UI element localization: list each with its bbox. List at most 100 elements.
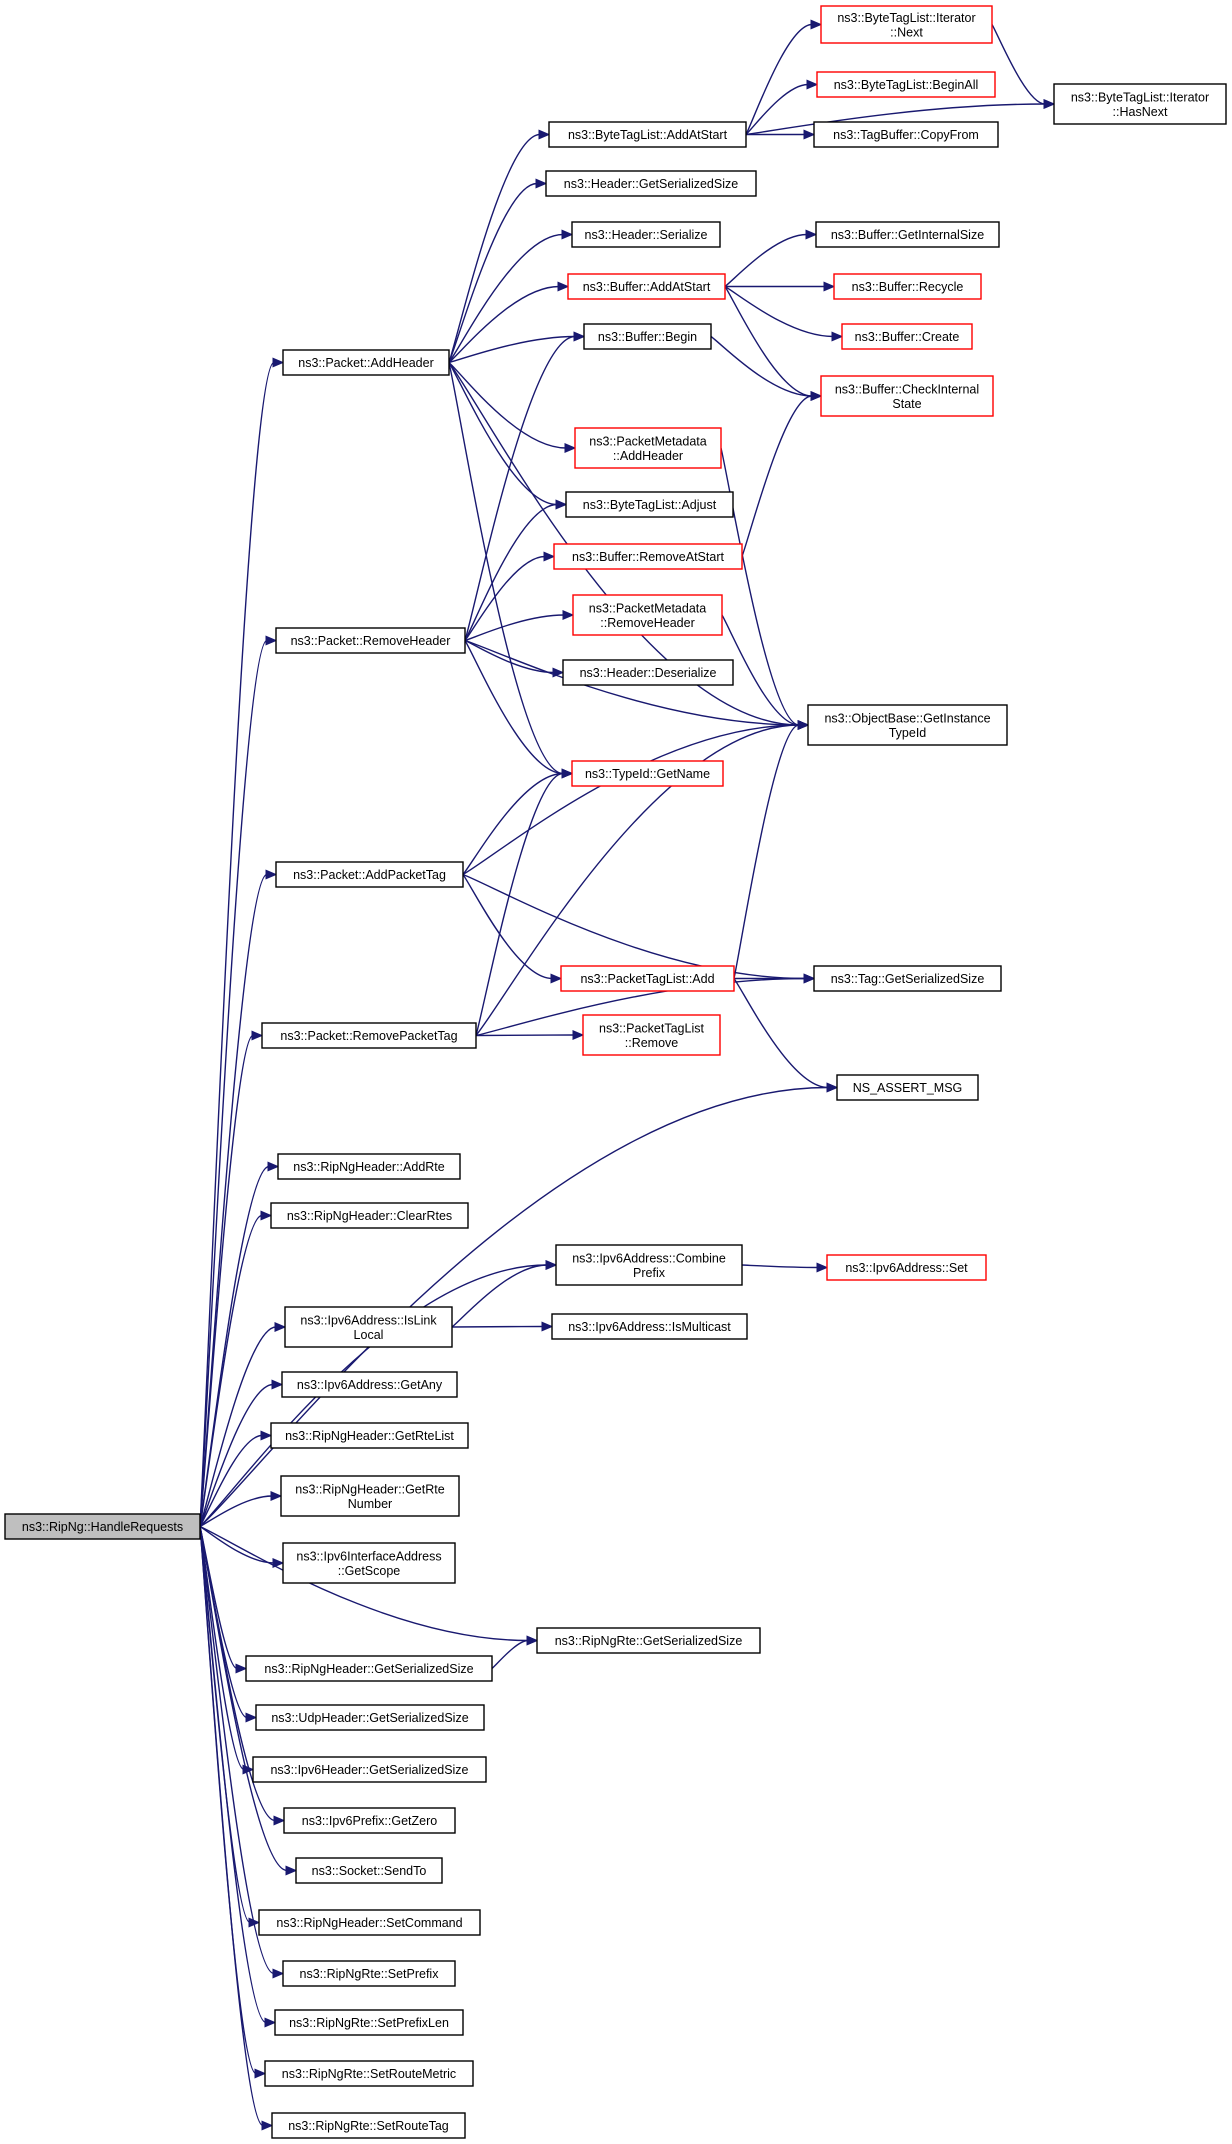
node-box — [271, 2112, 466, 2139]
edge-root-to-rnh-get-rte-number — [199, 1495, 273, 1528]
node-rnh-clear-rtes[interactable]: ns3::RipNgHeader::ClearRtes — [270, 1202, 469, 1229]
node-ipv6-set[interactable]: ns3::Ipv6Address::Set — [826, 1254, 987, 1281]
node-box — [255, 1704, 485, 1731]
edge-root-to-add-header — [199, 361, 275, 1527]
node-btl-add-at-start[interactable]: ns3::ByteTagList::AddAtStart — [548, 121, 747, 148]
node-box — [282, 349, 450, 376]
node-box — [275, 861, 464, 888]
node-buf-begin[interactable]: ns3::Buffer::Begin — [583, 323, 712, 350]
node-rnh-set-command[interactable]: ns3::RipNgHeader::SetCommand — [258, 1909, 481, 1936]
node-box — [261, 1022, 477, 1049]
edge-arrowhead — [810, 19, 823, 30]
edge-arrowhead — [573, 331, 586, 342]
node-rnr-get-ser-size[interactable]: ns3::RipNgRte::GetSerializedSize — [536, 1627, 761, 1654]
edge-arrowhead — [272, 357, 285, 368]
edge-remove-packet-tag-to-tag-get-ser-size — [475, 977, 806, 1037]
edge-btl-add-at-start-to-btl-iter-next — [745, 23, 813, 135]
node-add-packet-tag[interactable]: ns3::Packet::AddPacketTag — [275, 861, 464, 888]
node-buf-add-at-start[interactable]: ns3::Buffer::AddAtStart — [567, 273, 726, 300]
node-tag-get-ser-size[interactable]: ns3::Tag::GetSerializedSize — [813, 965, 1002, 992]
node-box — [4, 1513, 201, 1540]
node-ipv6h-get-ser-size[interactable]: ns3::Ipv6Header::GetSerializedSize — [252, 1756, 487, 1783]
edge-ipv6-is-link-local-to-ipv6-combine-prefix — [451, 1264, 548, 1328]
node-label: ns3::PacketMetadata — [589, 434, 706, 448]
node-label: ns3::ByteTagList::AddAtStart — [568, 128, 728, 142]
node-remove-header[interactable]: ns3::Packet::RemoveHeader — [275, 627, 466, 654]
edge-remove-packet-tag-to-obj-get-instance-type-id — [475, 724, 800, 1036]
edge-arrowhead — [254, 2068, 267, 2079]
node-box — [815, 221, 1000, 248]
node-buf-get-internal-size[interactable]: ns3::Buffer::GetInternalSize — [815, 221, 1000, 248]
edge-arrowhead — [270, 1491, 283, 1501]
node-header-get-ser-size[interactable]: ns3::Header::GetSerializedSize — [545, 170, 757, 197]
node-box — [280, 1475, 460, 1517]
edge-arrowhead — [265, 869, 278, 880]
node-rnr-set-route-metric[interactable]: ns3::RipNgRte::SetRouteMetric — [264, 2060, 474, 2087]
node-box — [274, 2009, 464, 2036]
node-tag-buffer-copy-from[interactable]: ns3::TagBuffer::CopyFrom — [813, 121, 999, 148]
node-ipv6-is-multicast[interactable]: ns3::Ipv6Address::IsMulticast — [551, 1313, 748, 1340]
node-rnr-set-prefix[interactable]: ns3::RipNgRte::SetPrefix — [282, 1960, 456, 1987]
node-rnh-get-rte-list[interactable]: ns3::RipNgHeader::GetRteList — [270, 1422, 469, 1449]
node-buf-remove-at-start[interactable]: ns3::Buffer::RemoveAtStart — [553, 543, 743, 570]
edge-arrowhead — [816, 1262, 829, 1273]
node-rnh-add-rte[interactable]: ns3::RipNgHeader::AddRte — [277, 1153, 461, 1180]
node-label: ::HasNext — [1113, 105, 1168, 119]
node-btl-begin-all[interactable]: ns3::ByteTagList::BeginAll — [816, 71, 996, 98]
node-label: ns3::Tag::GetSerializedSize — [831, 972, 985, 986]
node-box — [553, 543, 743, 570]
node-box — [281, 1371, 458, 1398]
node-buf-create[interactable]: ns3::Buffer::Create — [841, 323, 973, 350]
edge-root-to-rnr-set-prefix-len — [199, 1526, 267, 2024]
node-box — [571, 760, 724, 787]
node-root[interactable]: ns3::RipNg::HandleRequests — [4, 1513, 201, 1540]
node-ns-assert-msg[interactable]: NS_ASSERT_MSG — [836, 1074, 979, 1101]
node-ipv6-get-any[interactable]: ns3::Ipv6Address::GetAny — [281, 1371, 458, 1398]
node-btl-iter-next[interactable]: ns3::ByteTagList::Iterator::Next — [820, 5, 993, 44]
node-pm-remove-header[interactable]: ns3::PacketMetadata::RemoveHeader — [572, 594, 723, 636]
edge-arrowhead — [564, 443, 577, 453]
node-ptl-add[interactable]: ns3::PacketTagList::Add — [560, 965, 735, 992]
node-box — [275, 627, 466, 654]
edge-add-header-to-buf-add-at-start — [448, 285, 560, 364]
node-label: ns3::Buffer::RemoveAtStart — [572, 550, 724, 564]
node-btl-adjust[interactable]: ns3::ByteTagList::Adjust — [565, 491, 734, 518]
node-btl-iter-has-next[interactable]: ns3::ByteTagList::Iterator::HasNext — [1053, 83, 1227, 125]
edge-add-header-to-btl-add-at-start — [448, 133, 541, 363]
node-pm-add-header[interactable]: ns3::PacketMetadata::AddHeader — [574, 427, 722, 469]
edge-pm-add-header-to-obj-get-instance-type-id — [720, 447, 800, 726]
node-ptl-remove[interactable]: ns3::PacketTagList::Remove — [582, 1014, 721, 1056]
node-rnh-get-ser-size[interactable]: ns3::RipNgHeader::GetSerializedSize — [245, 1655, 493, 1682]
edge-arrowhead — [265, 635, 278, 646]
node-ipv6-if-addr-get-scope[interactable]: ns3::Ipv6InterfaceAddress::GetScope — [282, 1542, 456, 1584]
node-buf-recycle[interactable]: ns3::Buffer::Recycle — [833, 273, 982, 300]
node-label: ns3::RipNgRte::SetPrefix — [300, 1967, 440, 1981]
edge-arrowhead — [535, 178, 548, 189]
node-add-header[interactable]: ns3::Packet::AddHeader — [282, 349, 450, 376]
node-socket-send-to[interactable]: ns3::Socket::SendTo — [295, 1857, 443, 1884]
node-rnr-set-prefix-len[interactable]: ns3::RipNgRte::SetPrefixLen — [274, 2009, 464, 2036]
node-header-serialize[interactable]: ns3::Header::Serialize — [571, 221, 721, 248]
node-box — [252, 1756, 487, 1783]
edge-add-packet-tag-to-type-id-get-name — [462, 772, 564, 875]
node-box — [571, 221, 721, 248]
edge-arrowhead — [803, 129, 816, 140]
node-header-deserialize[interactable]: ns3::Header::Deserialize — [562, 659, 734, 686]
node-label: ns3::Packet::AddHeader — [298, 356, 434, 370]
node-udp-get-ser-size[interactable]: ns3::UdpHeader::GetSerializedSize — [255, 1704, 485, 1731]
node-ipv6-prefix-get-zero[interactable]: ns3::Ipv6Prefix::GetZero — [283, 1807, 456, 1834]
node-rnr-set-route-tag[interactable]: ns3::RipNgRte::SetRouteTag — [271, 2112, 466, 2139]
node-type-id-get-name[interactable]: ns3::TypeId::GetName — [571, 760, 724, 787]
node-remove-packet-tag[interactable]: ns3::Packet::RemovePacketTag — [261, 1022, 477, 1049]
node-label: Number — [348, 1497, 392, 1511]
edge-arrowhead — [557, 281, 570, 292]
edge-add-header-to-pm-add-header — [448, 361, 567, 449]
edge-btl-add-at-start-to-btl-iter-has-next — [745, 103, 1046, 136]
node-box — [245, 1655, 493, 1682]
